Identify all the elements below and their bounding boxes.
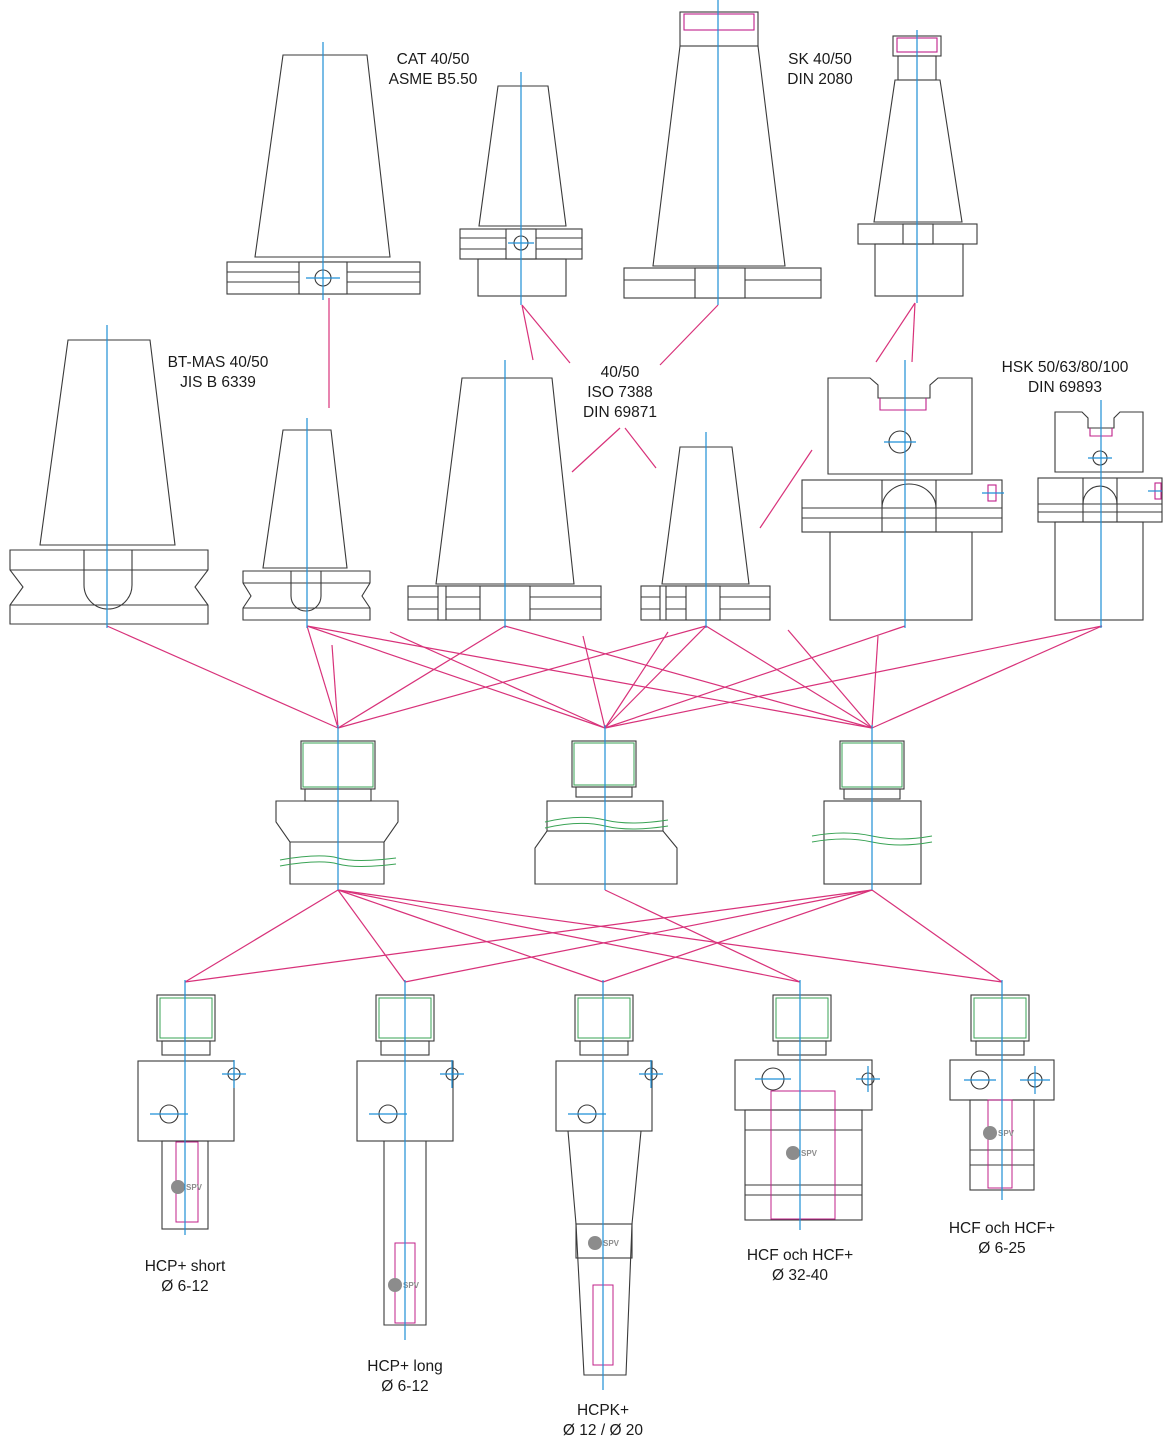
label-hcpk: HCPK+ Ø 12 / Ø 20 — [543, 1401, 663, 1441]
label-hcp-long: HCP+ long Ø 6-12 — [345, 1357, 465, 1397]
clamp-bore-markers — [175, 1090, 1013, 1366]
spv-logo-text: SPV — [603, 1239, 620, 1248]
label-cat: CAT 40/50 ASME B5.50 — [378, 50, 488, 90]
label-bt-mas-line1: BT-MAS 40/50 — [167, 354, 269, 371]
label-sk: SK 40/50 DIN 2080 — [770, 50, 870, 90]
label-hcf-large-line1: HCF och HCF+ — [746, 1247, 854, 1264]
spv-logo-text: SPV — [403, 1281, 420, 1290]
hsk-100-holder — [801, 377, 1003, 621]
bt-mas-50-holder — [9, 339, 209, 625]
label-cat-line2: ASME B5.50 — [388, 71, 478, 88]
label-iso-line2: ISO 7388 — [587, 384, 653, 401]
spv-logo-text: SPV — [186, 1183, 203, 1192]
connection-lines — [106, 298, 1103, 983]
label-hsk: HSK 50/63/80/100 DIN 69893 — [985, 358, 1145, 398]
center-axes — [106, 0, 1162, 1390]
cat-40-holder — [459, 85, 583, 297]
label-hcf-small-line2: Ø 6-25 — [978, 1240, 1026, 1257]
label-hcp-short: HCP+ short Ø 6-12 — [125, 1257, 245, 1297]
label-iso-line1: 40/50 — [600, 364, 640, 381]
hcp-long-holder — [356, 994, 459, 1326]
label-hcf-small: HCF och HCF+ Ø 6-25 — [937, 1219, 1067, 1259]
spv-logo-text: SPV — [998, 1129, 1015, 1138]
thread-marks-middle — [279, 742, 933, 867]
spv-logo-texts: SPV SPV SPV SPV SPV — [186, 1129, 1015, 1290]
spv-logo-marks — [171, 1126, 997, 1292]
label-iso: 40/50 ISO 7388 DIN 69871 — [560, 363, 680, 423]
hcp-short-holder — [137, 994, 241, 1230]
label-hcpk-line1: HCPK+ — [576, 1402, 630, 1419]
label-hcf-small-line1: HCF och HCF+ — [948, 1220, 1056, 1237]
hsk-63-holder — [1037, 411, 1163, 621]
label-hcp-long-line1: HCP+ long — [367, 1358, 443, 1375]
label-hcp-short-line1: HCP+ short — [144, 1258, 226, 1275]
label-hsk-line1: HSK 50/63/80/100 — [1001, 359, 1129, 376]
label-cat-line1: CAT 40/50 — [396, 51, 470, 68]
label-bt-mas-line2: JIS B 6339 — [180, 374, 256, 391]
hcpk-holder — [555, 994, 658, 1376]
label-hcp-long-line2: Ø 6-12 — [381, 1378, 429, 1395]
label-sk-line1: SK 40/50 — [788, 51, 852, 68]
hcf-32-40-holder — [734, 994, 875, 1221]
label-hsk-line2: DIN 69893 — [1027, 379, 1103, 396]
label-hcf-large: HCF och HCF+ Ø 32-40 — [735, 1246, 865, 1286]
adapter-flanged — [534, 740, 678, 885]
adapter-tapered — [275, 740, 399, 885]
thread-marks-bottom — [159, 997, 1027, 1039]
label-sk-line2: DIN 2080 — [787, 71, 853, 88]
label-iso-line3: DIN 69871 — [582, 404, 658, 421]
spv-logo-text: SPV — [801, 1149, 818, 1158]
sk-50-holder — [623, 11, 822, 299]
label-hcp-short-line2: Ø 6-12 — [161, 1278, 209, 1295]
label-hcpk-line2: Ø 12 / Ø 20 — [562, 1422, 644, 1439]
label-hcf-large-line2: Ø 32-40 — [771, 1267, 828, 1284]
label-bt-mas: BT-MAS 40/50 JIS B 6339 — [158, 353, 278, 393]
